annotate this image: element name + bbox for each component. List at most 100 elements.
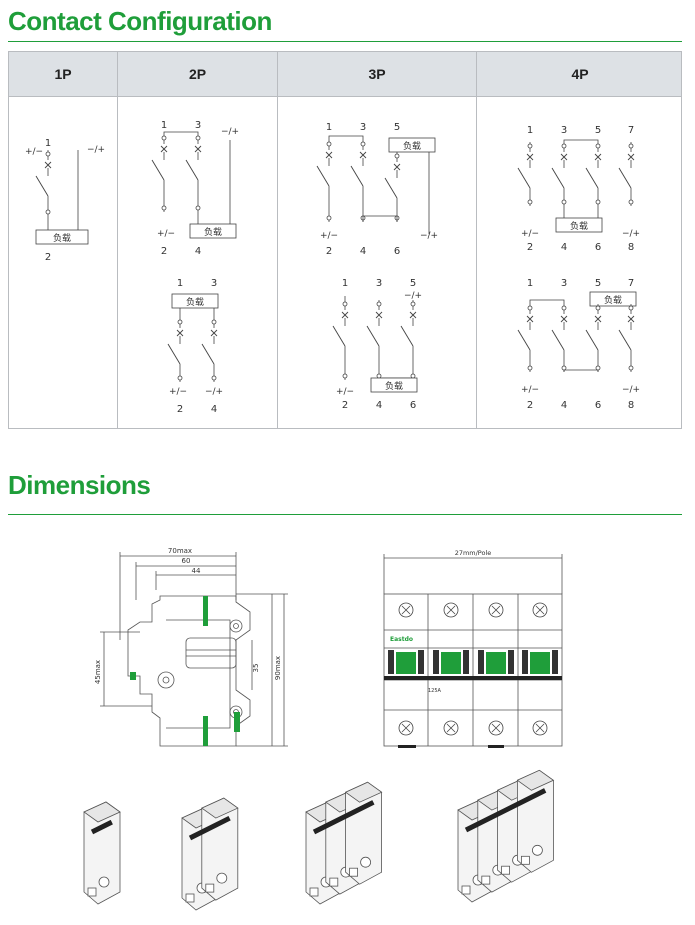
load-label: 负载	[204, 226, 222, 238]
load-label: 负载	[604, 294, 622, 306]
column-2p: 2P	[118, 52, 278, 428]
terminal-label: 5	[595, 125, 601, 136]
switch-blade	[585, 329, 599, 351]
connection-wire	[529, 299, 565, 304]
terminal-label: 8	[628, 400, 634, 411]
switch-blade	[151, 159, 165, 181]
polarity-label: +/−	[521, 385, 539, 395]
switch-blade	[551, 167, 565, 189]
terminal-dot	[595, 143, 601, 149]
contact-mark	[526, 315, 534, 323]
breaker-4p-thumbnail	[457, 769, 555, 903]
contact-mark	[393, 163, 401, 171]
column-1p: 1P	[9, 52, 118, 428]
switch-blade	[517, 329, 531, 351]
terminal-dot	[561, 365, 567, 371]
terminal-dot	[394, 153, 400, 159]
terminal-dot	[45, 209, 51, 215]
title-underline	[8, 41, 682, 42]
polarity-label: +/−	[336, 387, 354, 397]
load-label: 负载	[570, 220, 588, 232]
contact-mark	[359, 151, 367, 159]
load-box	[171, 293, 219, 309]
dim-70max: 70max	[168, 547, 192, 555]
terminal-dot	[595, 305, 601, 311]
contact-mark	[325, 151, 333, 159]
terminal-dot	[527, 143, 533, 149]
terminal-dot	[527, 365, 533, 371]
column-header-4p: 4P	[571, 66, 589, 82]
terminal-dot	[595, 365, 601, 371]
terminal-dot	[527, 305, 533, 311]
dim-pole-width: 27mm/Pole	[455, 549, 492, 557]
terminal-label: 6	[410, 400, 416, 411]
dim-35: 35	[252, 664, 260, 673]
polarity-label: +/−	[320, 231, 338, 241]
terminal-label: 2	[177, 404, 183, 415]
breaker-2p-thumbnail	[181, 797, 239, 911]
contact-mark	[627, 153, 635, 161]
column-header-2p: 2P	[188, 66, 207, 82]
column-header-3p: 3P	[368, 66, 386, 82]
switch-blade	[384, 177, 398, 199]
terminal-dot	[628, 199, 634, 205]
load-box	[35, 229, 89, 245]
connection-wire	[163, 131, 199, 134]
terminal-dot	[628, 305, 634, 311]
contact-mark	[409, 311, 417, 319]
contact-configuration-table: 1P 2P 3P 4P	[8, 51, 682, 429]
polarity-label: −/+	[205, 387, 223, 397]
contact-mark	[627, 315, 635, 323]
terminal-dot	[376, 301, 382, 307]
terminal-dot	[376, 373, 382, 379]
switch-blade	[517, 167, 531, 189]
dim-90max: 90max	[274, 656, 282, 680]
contact-mark	[560, 315, 568, 323]
terminal-dot	[342, 373, 348, 379]
connection-wire	[362, 215, 398, 222]
terminal-dot	[595, 199, 601, 205]
load-box	[370, 377, 418, 393]
switch-blade	[350, 165, 364, 187]
load-label: 负载	[385, 380, 403, 392]
toggle-bar	[90, 819, 113, 835]
terminal-label: 6	[595, 242, 601, 253]
terminal-label: 3	[376, 278, 382, 289]
polarity-label: −/+	[87, 145, 105, 155]
terminal-label: 1	[326, 122, 332, 133]
terminal-label: 4	[195, 246, 201, 257]
terminal-label: 3	[211, 278, 217, 289]
connection-wire	[563, 369, 599, 372]
breaker-3p-thumbnail	[305, 781, 383, 905]
terminal-label: 1	[177, 278, 183, 289]
terminal-label: 3	[561, 278, 567, 289]
terminal-label: 4	[561, 242, 567, 253]
dim-45max: 45max	[94, 660, 102, 684]
breaker-1p-thumbnail	[83, 801, 121, 905]
terminal-label: 3	[360, 122, 366, 133]
polarity-label: −/+	[221, 127, 239, 137]
terminal-label: 1	[527, 125, 533, 136]
load-box	[388, 137, 436, 153]
table-header-row	[9, 52, 681, 97]
load-box	[589, 291, 637, 307]
column-header-1p: 1P	[54, 66, 72, 82]
terminal-dot	[177, 375, 183, 381]
terminal-dot	[211, 319, 217, 325]
contact-mark	[560, 153, 568, 161]
terminal-dot	[326, 141, 332, 147]
terminal-dot	[177, 319, 183, 325]
terminal-label: 8	[628, 242, 634, 253]
terminal-label: 5	[595, 278, 601, 289]
polarity-label: +/−	[521, 229, 539, 239]
terminal-label: 1	[45, 138, 51, 149]
toggle-bar	[464, 788, 547, 833]
terminal-dot	[161, 205, 167, 211]
terminal-dot	[628, 143, 634, 149]
toggle-bar	[188, 815, 231, 841]
polarity-label: −/+	[404, 291, 422, 301]
polarity-label: −/+	[622, 229, 640, 239]
polarity-label: −/+	[420, 231, 438, 241]
column-4p: 4P	[477, 52, 683, 428]
